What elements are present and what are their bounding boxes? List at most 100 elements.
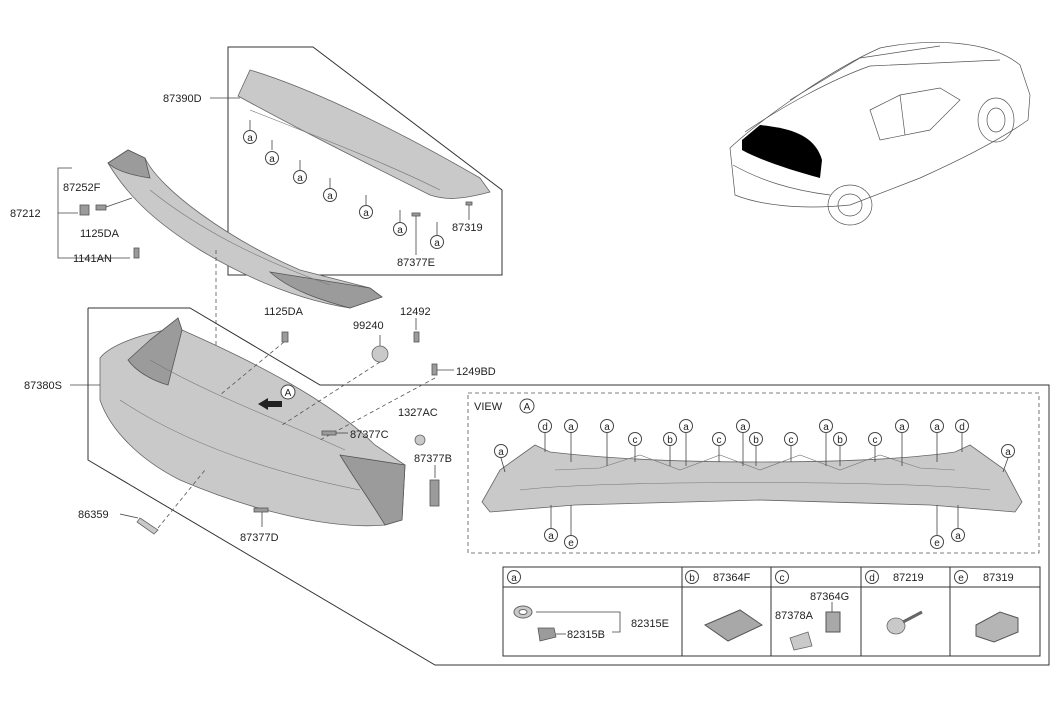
svg-text:a: a xyxy=(397,225,403,236)
legend-key-e: e xyxy=(954,570,968,584)
svg-text:d: d xyxy=(959,422,965,433)
label-1125DA: 1125DA xyxy=(80,228,120,240)
marker-a: a xyxy=(430,235,444,249)
svg-text:a: a xyxy=(269,154,275,165)
view-spoiler-outline xyxy=(481,444,1023,513)
marker-a: a xyxy=(564,419,578,433)
legend-part-b: 87364F xyxy=(713,572,751,584)
svg-text:a: a xyxy=(955,531,961,542)
legend-part-d: 87219 xyxy=(893,572,924,584)
svg-text:c: c xyxy=(717,435,722,446)
car-illustration xyxy=(729,42,1031,226)
label-12492: 12492 xyxy=(400,306,431,318)
clip-87252F-icon xyxy=(79,204,90,216)
main-frame xyxy=(87,307,1050,666)
marker-a: a xyxy=(679,419,693,433)
legend-part-c1: 87364G xyxy=(810,591,849,603)
view-label: VIEW xyxy=(474,401,503,413)
svg-text:a: a xyxy=(823,422,829,433)
label-87377C: 87377C xyxy=(350,429,389,441)
view-arrow-icon xyxy=(258,398,282,410)
svg-text:d: d xyxy=(869,573,875,584)
pad-87377D-icon xyxy=(253,507,269,513)
harness-99240-icon xyxy=(371,345,389,363)
pad-87377E-icon xyxy=(411,212,421,217)
cover-frame xyxy=(227,46,503,276)
screw-1125DA-icon xyxy=(95,204,107,211)
pad-87319-icon xyxy=(465,201,473,206)
marker-e: e xyxy=(564,535,578,549)
marker-a: a xyxy=(1001,444,1015,458)
marker-a: a xyxy=(243,130,257,144)
screw-1125DA-b-icon xyxy=(281,331,289,343)
legend-part-a2: 82315B xyxy=(567,629,605,641)
marker-a: a xyxy=(359,205,373,219)
svg-text:a: a xyxy=(548,531,554,542)
legend-table: a b 87364F c d 87219 e 87319 82315B 8231… xyxy=(502,566,1041,657)
legend-part-a1: 82315E xyxy=(631,618,669,630)
legend-key-a: a xyxy=(507,570,521,584)
label-87319: 87319 xyxy=(452,222,483,234)
svg-text:c: c xyxy=(873,435,878,446)
clip-87378A-icon xyxy=(789,631,813,651)
label-87377E: 87377E xyxy=(397,257,435,269)
grommet-1327AC-icon xyxy=(414,434,426,446)
svg-text:a: a xyxy=(434,238,440,249)
cover-clip-markers xyxy=(249,120,438,235)
svg-text:a: a xyxy=(568,422,574,433)
label-87377B: 87377B xyxy=(414,453,452,465)
lamp-86359-icon xyxy=(136,517,159,535)
marker-a: a xyxy=(600,419,614,433)
label-87377D: 87377D xyxy=(240,532,279,544)
label-87390D: 87390D xyxy=(163,93,202,105)
pad-87364G-icon xyxy=(825,611,841,633)
marker-d: d xyxy=(538,419,552,433)
bolt-12492-icon xyxy=(413,331,420,343)
svg-text:b: b xyxy=(667,435,673,446)
marker-c: c xyxy=(628,432,642,446)
svg-text:c: c xyxy=(789,435,794,446)
svg-text:a: a xyxy=(604,422,610,433)
clip-87319-icon xyxy=(975,611,1019,643)
label-1141AN: 1141AN xyxy=(73,253,112,265)
svg-text:b: b xyxy=(837,435,843,446)
legend-key-c: c xyxy=(775,570,789,584)
tailgate-spoiler-group: A xyxy=(70,307,1050,666)
marker-c: c xyxy=(712,432,726,446)
view-arrow-ref: A xyxy=(285,388,292,399)
spoiler-cover-group: a a a a a a a xyxy=(210,46,503,276)
marker-e: e xyxy=(930,535,944,549)
svg-text:a: a xyxy=(740,422,746,433)
svg-text:a: a xyxy=(327,191,333,202)
svg-text:d: d xyxy=(542,422,548,433)
svg-text:a: a xyxy=(1005,447,1011,458)
marker-a: a xyxy=(293,170,307,184)
marker-a: a xyxy=(393,222,407,236)
marker-a: a xyxy=(819,419,833,433)
bolt-1141AN-icon xyxy=(133,247,140,259)
spoiler-87212-group xyxy=(57,149,383,440)
svg-text:a: a xyxy=(683,422,689,433)
label-87380S: 87380S xyxy=(24,380,62,392)
pad-87377B-icon xyxy=(429,479,440,507)
marker-b: b xyxy=(663,432,677,446)
svg-text:c: c xyxy=(780,573,785,584)
legend-part-e: 87319 xyxy=(983,572,1014,584)
view-frame xyxy=(467,392,1040,554)
marker-b: b xyxy=(833,432,847,446)
marker-a: a xyxy=(736,419,750,433)
rear-spoiler-highlight xyxy=(742,125,822,178)
view-ref: A xyxy=(524,402,531,413)
svg-text:a: a xyxy=(511,573,517,584)
bolt-1249BD-icon xyxy=(431,363,438,376)
view-a-detail: VIEW A xyxy=(467,392,1040,554)
label-86359: 86359 xyxy=(78,509,109,521)
marker-a: a xyxy=(544,528,558,542)
marker-d: d xyxy=(955,419,969,433)
marker-a: a xyxy=(895,419,909,433)
marker-a: a xyxy=(930,419,944,433)
svg-text:a: a xyxy=(363,208,369,219)
svg-text:a: a xyxy=(247,133,253,144)
svg-text:c: c xyxy=(633,435,638,446)
legend-part-c2: 87378A xyxy=(775,610,814,622)
